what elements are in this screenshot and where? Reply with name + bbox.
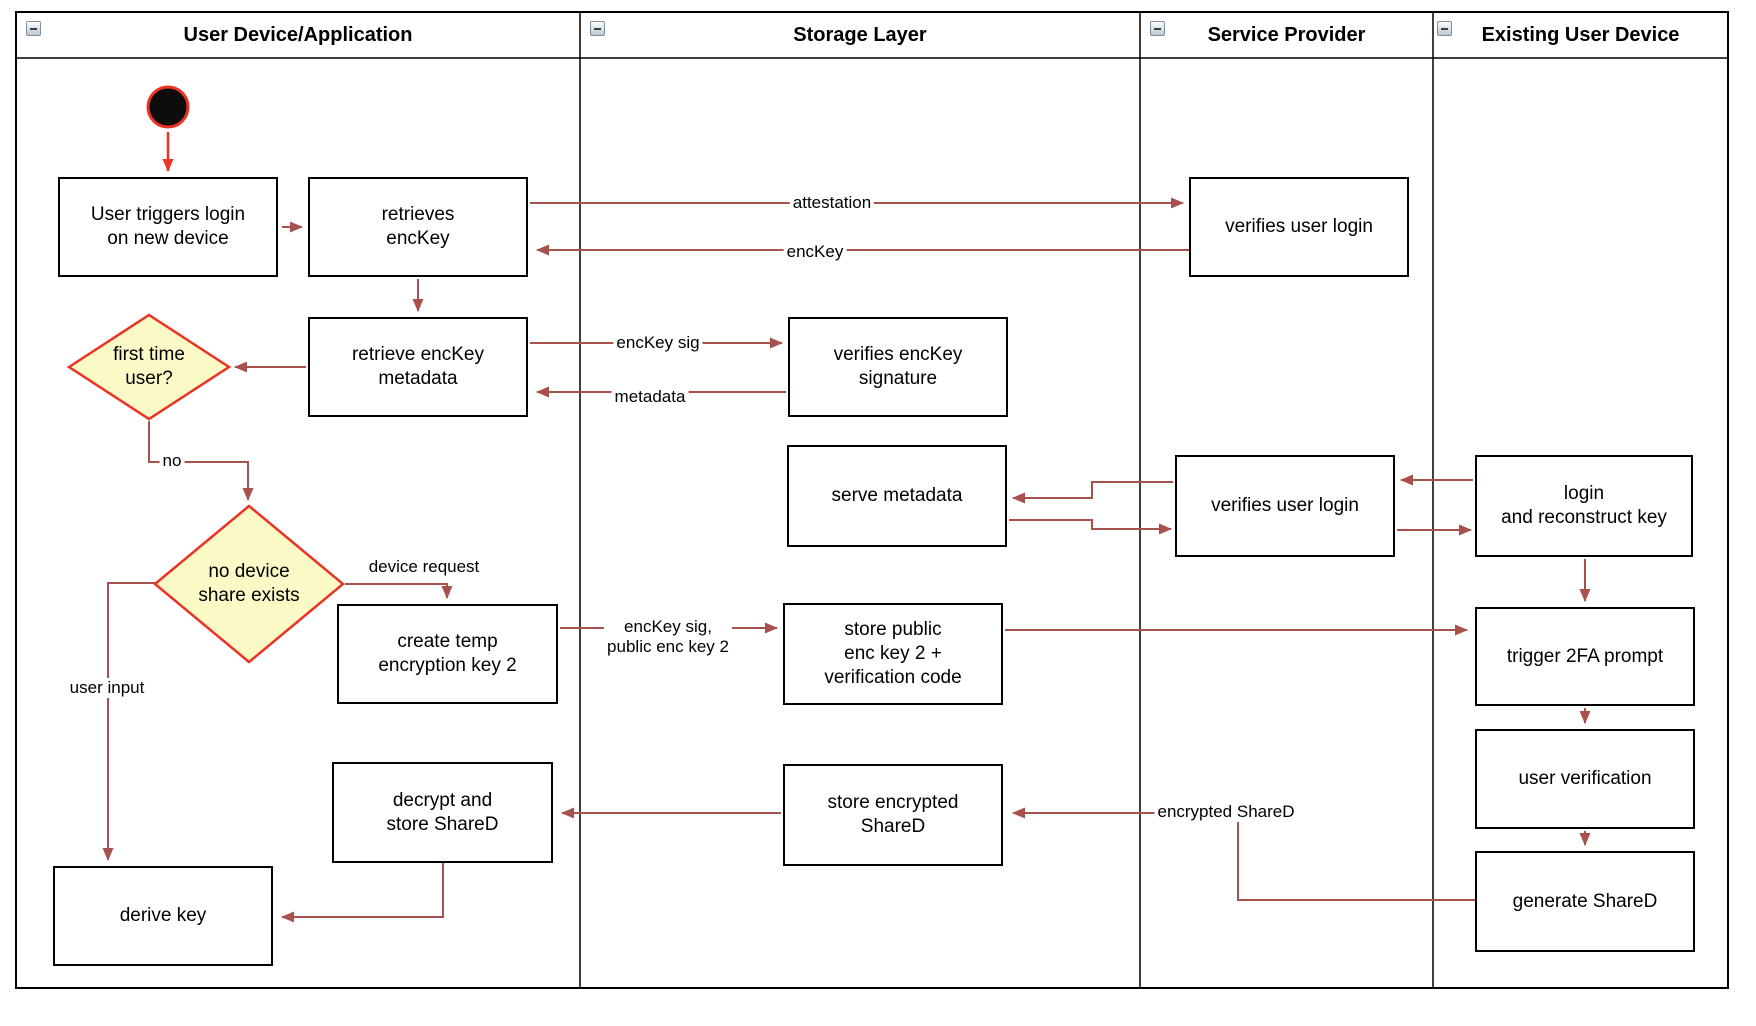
node-user-verification: user verification	[1475, 729, 1695, 829]
edge-label-user-input: user input	[66, 678, 148, 698]
node-derive-key: derive key	[53, 866, 273, 966]
edge-verifies2-to-serve	[1012, 481, 1173, 504]
node-verifies-user-login-1: verifies user login	[1189, 177, 1409, 277]
edge-label-enckey: encKey	[783, 242, 847, 262]
node-trigger-2fa-prompt: trigger 2FA prompt	[1475, 607, 1695, 706]
edge-label-enckey-sig-public: encKey sig, public enc key 2	[604, 617, 732, 657]
decision-no-device-share-shape	[153, 504, 345, 664]
decision-first-time-user-shape	[66, 313, 232, 421]
node-store-encrypted-shared: store encrypted ShareD	[783, 764, 1003, 866]
collapse-minus-icon[interactable]	[590, 21, 605, 36]
lane-header-existing-user-device: Existing User Device	[1481, 23, 1680, 46]
lane-header-storage-layer: Storage Layer	[793, 23, 927, 46]
edge-label-attestation: attestation	[789, 193, 875, 213]
flow-arrows	[102, 197, 1591, 923]
edge-device-request	[345, 583, 453, 599]
decision-first-time-user-label: first time user?	[113, 344, 185, 389]
collapse-minus-icon[interactable]	[26, 21, 41, 36]
swimlane-frame	[15, 11, 1729, 989]
edge-user-input	[102, 582, 155, 861]
edge-label-encrypted-shared: encrypted ShareD	[1154, 802, 1298, 822]
node-user-triggers-login: User triggers login on new device	[58, 177, 278, 277]
node-create-temp-encryption-key-2: create temp encryption key 2	[337, 604, 558, 704]
lane-header-user-device-application: User Device/Application	[183, 23, 413, 46]
node-generate-shared: generate ShareD	[1475, 851, 1695, 952]
node-verifies-user-login-2: verifies user login	[1175, 455, 1395, 557]
edge-encrypted-shared	[1012, 807, 1475, 901]
edge-serve-to-verifies2	[1009, 519, 1172, 535]
edge-no-branch	[148, 421, 254, 501]
edge-label-device-request: device request	[365, 557, 483, 577]
decision-no-device-share-label: no device share exists	[198, 561, 300, 606]
node-store-public-enc-key-2: store public enc key 2 + verification co…	[783, 603, 1003, 705]
start-node	[146, 85, 190, 129]
edge-label-metadata: metadata	[611, 387, 689, 407]
node-decrypt-and-store-shared: decrypt and store ShareD	[332, 762, 553, 863]
node-verifies-enckey-signature: verifies encKey signature	[788, 317, 1008, 417]
node-serve-metadata: serve metadata	[787, 445, 1007, 547]
edge-label-enckey-sig: encKey sig	[613, 333, 703, 353]
edge-label-no: no	[159, 451, 185, 471]
collapse-minus-icon[interactable]	[1150, 21, 1165, 36]
node-retrieves-enckey: retrieves encKey	[308, 177, 528, 277]
node-retrieve-enckey-metadata: retrieve encKey metadata	[308, 317, 528, 417]
lane-header-service-provider: Service Provider	[1207, 23, 1366, 46]
node-login-and-reconstruct-key: login and reconstruct key	[1475, 455, 1693, 557]
edge-decrypt-to-derive	[281, 863, 444, 923]
collapse-minus-icon[interactable]	[1437, 21, 1452, 36]
